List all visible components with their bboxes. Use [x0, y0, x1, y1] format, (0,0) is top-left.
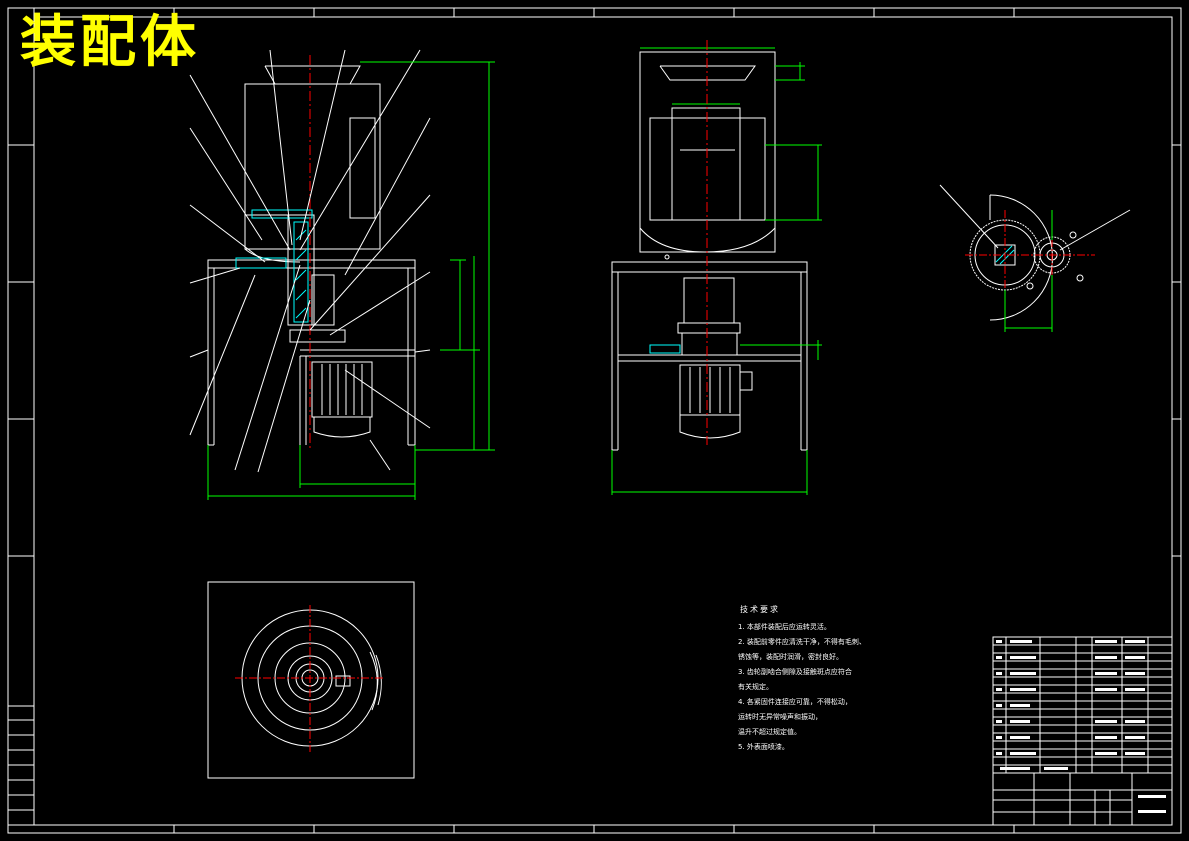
technical-note-line: 4. 各紧固件连接应可靠，不得松动， [738, 698, 852, 706]
technical-note-line: 2. 装配前零件应清洗干净，不得有毛刺、 [738, 638, 866, 646]
technical-note-line: 3. 齿轮副啮合侧隙及接触斑点应符合 [738, 668, 852, 676]
gear-hatch [995, 245, 1015, 265]
drawing-title-overlay: 装配体 [20, 9, 200, 75]
side-dimensions [611, 47, 822, 495]
technical-note-line: 运转时无异常噪声和振动， [738, 713, 822, 721]
left-record-table [7, 705, 35, 826]
front-leaders [189, 49, 431, 473]
front-hatch [235, 209, 313, 323]
gear-dimensions [1004, 210, 1053, 332]
technical-note-line: 锈蚀等，装配时润滑，密封良好。 [738, 653, 843, 661]
technical-note-line: 有关规定。 [738, 683, 773, 691]
technical-notes: 技术要求 1. 本部件装配后应运转灵活。 2. 装配前零件应清洗干净，不得有毛刺… [738, 602, 878, 755]
bom-table [992, 636, 1173, 826]
zone-ticks [8, 8, 1181, 833]
technical-note-line: 1. 本部件装配后应运转灵活。 [738, 623, 831, 631]
front-section-view [207, 65, 416, 446]
gear-centerlines [965, 210, 1095, 300]
gear-section-view [939, 184, 1131, 321]
top-centerlines [235, 605, 385, 752]
side-view [611, 51, 808, 451]
technical-notes-title: 技术要求 [740, 605, 780, 614]
technical-note-line: 温升不超过规定值。 [738, 728, 801, 736]
front-dimensions [207, 61, 495, 500]
top-view [207, 581, 415, 779]
bom-fill-marks [996, 640, 1166, 813]
side-hatch [649, 344, 681, 354]
technical-note-line: 5. 外表面喷漆。 [738, 743, 789, 751]
